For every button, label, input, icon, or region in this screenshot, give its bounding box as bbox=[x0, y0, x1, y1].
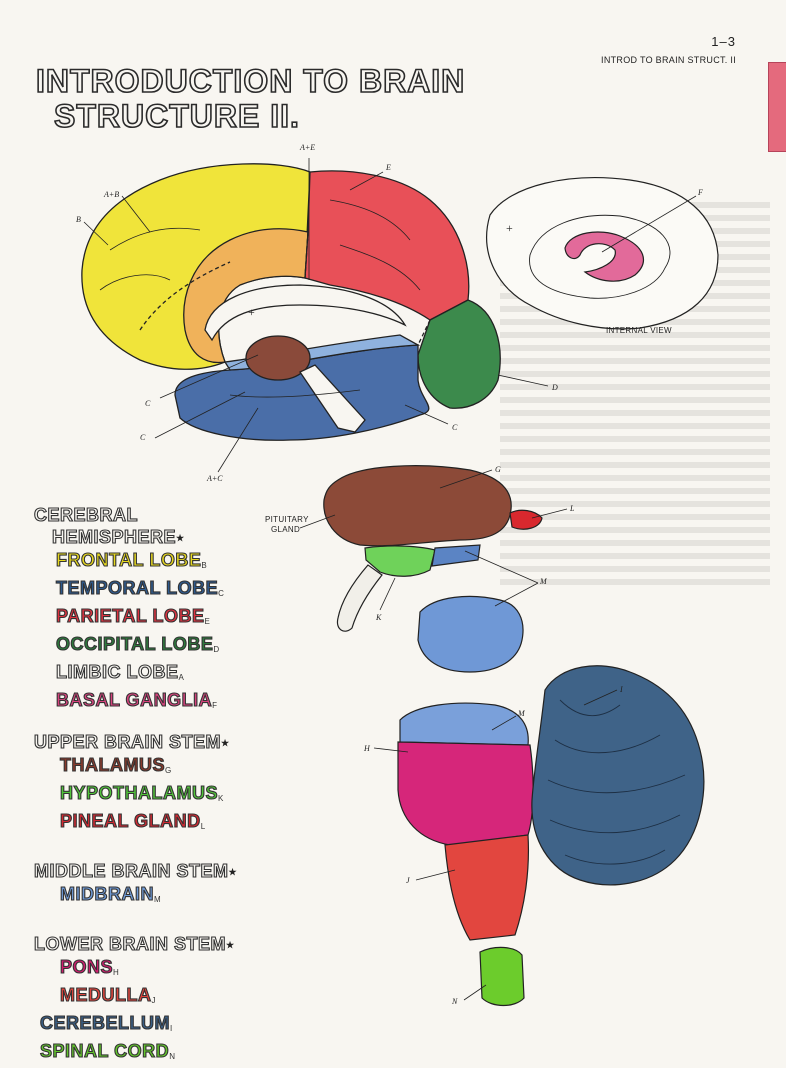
legend-frontal-sub: B bbox=[201, 561, 207, 570]
legend-midbrain: MIDBRAINM bbox=[34, 883, 364, 911]
spinal-cord-block bbox=[480, 947, 524, 1005]
legend-occipital: OCCIPITAL LOBED bbox=[34, 633, 364, 661]
label-m-2: M bbox=[517, 709, 526, 718]
legend-cerebellum-sub: I bbox=[170, 1024, 173, 1033]
legend-frontal-label: FRONTAL LOBE bbox=[56, 550, 201, 570]
legend-medulla-label: MEDULLA bbox=[60, 985, 152, 1005]
label-i: I bbox=[619, 685, 623, 694]
label-n: N bbox=[451, 997, 458, 1006]
label-a-c: A+C bbox=[206, 474, 223, 483]
legend-temporal-sub: C bbox=[218, 589, 224, 598]
label-g: G bbox=[495, 465, 501, 474]
cerebellum-block bbox=[532, 666, 704, 885]
midbrain-cap bbox=[400, 703, 528, 745]
star-icon: ★ bbox=[221, 738, 230, 748]
label-b: B bbox=[76, 215, 81, 224]
star-icon: ★ bbox=[226, 940, 235, 950]
legend-upper-stem: UPPER BRAIN STEM★ bbox=[34, 731, 364, 754]
star-icon: ★ bbox=[176, 533, 185, 543]
internal-view-diagram bbox=[487, 178, 718, 329]
legend-thalamus-label: THALAMUS bbox=[60, 755, 165, 775]
legend-spinal-sub: N bbox=[169, 1052, 175, 1061]
label-c-1: C bbox=[145, 399, 151, 408]
optic-segment bbox=[432, 545, 480, 566]
label-h: H bbox=[363, 744, 371, 753]
label-l: L bbox=[569, 504, 575, 513]
legend-upper-label: UPPER BRAIN STEM bbox=[34, 732, 221, 752]
legend-pons: PONSH bbox=[34, 956, 364, 984]
internal-hemisphere-outline bbox=[487, 178, 718, 329]
pineal-gland bbox=[510, 510, 542, 529]
label-d: D bbox=[551, 383, 558, 392]
legend-cerebral-label: CEREBRAL bbox=[34, 505, 138, 525]
legend-midbrain-sub: M bbox=[154, 895, 161, 904]
legend-temporal: TEMPORAL LOBEC bbox=[34, 577, 364, 605]
legend-parietal-label: PARIETAL LOBE bbox=[56, 606, 205, 626]
label-m-1: M bbox=[539, 577, 548, 586]
legend-limbic-sub: A bbox=[179, 673, 185, 682]
label-c-2: C bbox=[140, 433, 146, 442]
label-j: J bbox=[406, 876, 410, 885]
legend-basal: BASAL GANGLIAF bbox=[34, 689, 364, 717]
legend-temporal-label: TEMPORAL LOBE bbox=[56, 578, 218, 598]
legend-limbic: LIMBIC LOBEA bbox=[34, 661, 364, 689]
medulla-block bbox=[445, 835, 528, 940]
label-plus-2: + bbox=[506, 221, 513, 235]
legend-frontal: FRONTAL LOBEB bbox=[34, 549, 364, 577]
legend-basal-label: BASAL GANGLIA bbox=[56, 690, 212, 710]
label-e: E bbox=[385, 163, 391, 172]
legend-parietal-sub: E bbox=[205, 617, 211, 626]
pons-block bbox=[398, 742, 533, 845]
legend-middle-label: MIDDLE BRAIN STEM bbox=[34, 861, 229, 881]
atlas-page: 1–3 INTROD TO BRAIN STRUCT. II INTRODUCT… bbox=[0, 0, 786, 1046]
label-a-e: A+E bbox=[299, 143, 315, 152]
legend-lower-stem: LOWER BRAIN STEM★ bbox=[34, 933, 364, 956]
legend-limbic-label: LIMBIC LOBE bbox=[56, 662, 179, 682]
legend-pineal: PINEAL GLANDL bbox=[34, 810, 364, 838]
internal-view-label: INTERNAL VIEW bbox=[606, 326, 672, 335]
legend-hypothalamus-label: HYPOTHALAMUS bbox=[60, 783, 218, 803]
legend-hemisphere: HEMISPHERE★ bbox=[34, 526, 364, 549]
legend-thalamus-sub: G bbox=[165, 766, 172, 775]
legend-thalamus: THALAMUSG bbox=[34, 754, 364, 782]
legend-midbrain-label: MIDBRAIN bbox=[60, 884, 154, 904]
legend-spinal: SPINAL CORDN bbox=[34, 1040, 364, 1068]
legend-pineal-label: PINEAL GLAND bbox=[60, 811, 201, 831]
legend-cerebellum-label: CEREBELLUM bbox=[40, 1013, 170, 1033]
legend-hypothalamus-sub: K bbox=[218, 794, 224, 803]
legend-spinal-label: SPINAL CORD bbox=[40, 1041, 169, 1061]
legend-cerebellum: CEREBELLUMI bbox=[34, 1012, 364, 1040]
legend-basal-sub: F bbox=[212, 701, 217, 710]
label-c-3: C bbox=[452, 423, 458, 432]
legend-occipital-sub: D bbox=[213, 645, 219, 654]
label-plus-1: + bbox=[248, 305, 255, 319]
legend-medulla-sub: J bbox=[152, 996, 157, 1005]
legend-cerebral: CEREBRAL bbox=[34, 504, 364, 526]
legend-parietal: PARIETAL LOBEE bbox=[34, 605, 364, 633]
legend-hemisphere-label: HEMISPHERE bbox=[52, 527, 176, 547]
legend-occipital-label: OCCIPITAL LOBE bbox=[56, 634, 213, 654]
label-f: F bbox=[697, 188, 703, 197]
color-key-legend: CEREBRAL HEMISPHERE★ FRONTAL LOBEB TEMPO… bbox=[34, 504, 364, 1068]
legend-hypothalamus: HYPOTHALAMUSK bbox=[34, 782, 364, 810]
legend-lower-label: LOWER BRAIN STEM bbox=[34, 934, 226, 954]
label-k: K bbox=[375, 613, 382, 622]
legend-pineal-sub: L bbox=[201, 822, 206, 831]
star-icon: ★ bbox=[229, 867, 238, 877]
legend-medulla: MEDULLAJ bbox=[34, 984, 364, 1012]
brain-stem-diagram bbox=[398, 703, 533, 1005]
legend-middle-stem: MIDDLE BRAIN STEM★ bbox=[34, 860, 364, 883]
label-a-b: A+B bbox=[103, 190, 119, 199]
midbrain-block bbox=[418, 596, 523, 672]
legend-pons-label: PONS bbox=[60, 957, 113, 977]
legend-pons-sub: H bbox=[113, 968, 119, 977]
